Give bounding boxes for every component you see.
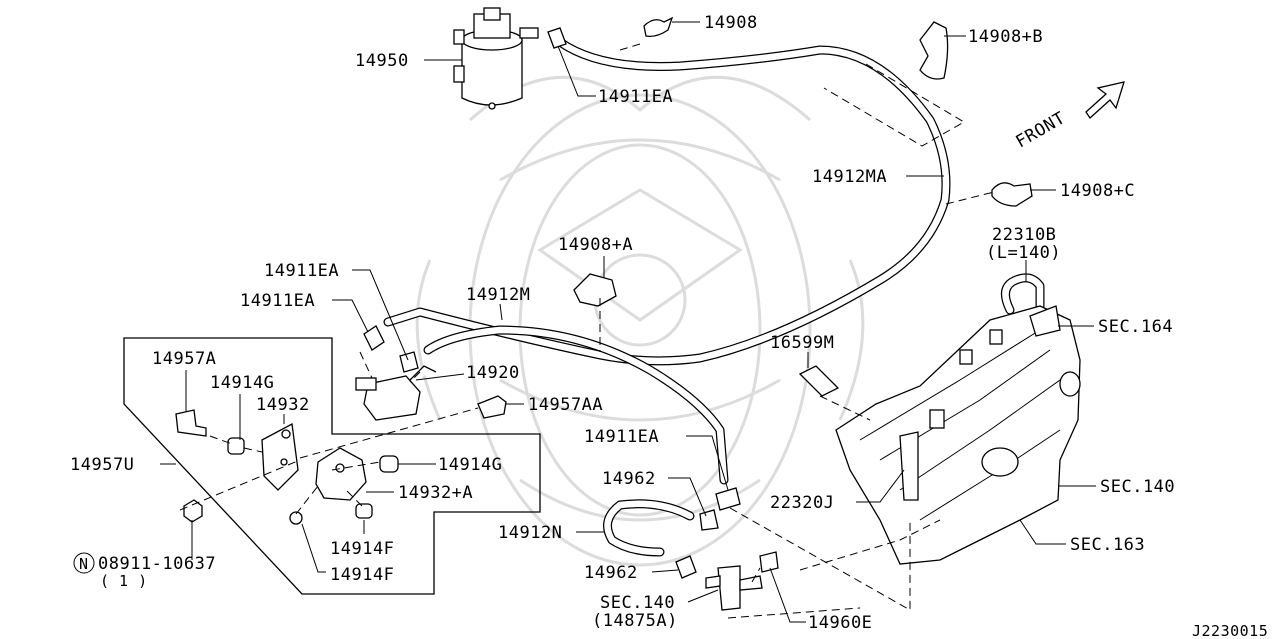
label-sec140-bottom: SEC.140 <box>600 593 675 613</box>
label-22310b: 22310B <box>992 225 1056 245</box>
valve-part <box>355 365 437 421</box>
label-14962-b: 14962 <box>584 563 638 583</box>
label-14908-a: 14908+A <box>558 235 633 255</box>
bracket-parts <box>175 395 507 525</box>
label-sec140-right: SEC.140 <box>1100 477 1175 497</box>
label-14962-a: 14962 <box>602 469 656 489</box>
diagram-id: J2230015 <box>1192 622 1268 639</box>
label-14914f-a: 14914F <box>330 539 394 559</box>
clamp-parts <box>363 16 1033 579</box>
tube-part <box>798 365 840 397</box>
label-16599m: 16599M <box>770 333 834 353</box>
label-14914f-b: 14914F <box>330 565 394 585</box>
intake-manifold-part <box>835 305 1081 565</box>
label-l140: (L=140) <box>986 243 1061 263</box>
label-14914g-a: 14914G <box>210 373 274 393</box>
label-14911ea-a: 14911EA <box>264 261 339 281</box>
label-14911ea-b: 14911EA <box>240 291 315 311</box>
label-14908: 14908 <box>704 13 758 33</box>
label-14912n: 14912N <box>498 523 562 543</box>
front-arrow-icon <box>1085 81 1125 119</box>
leader-lines <box>160 21 1096 623</box>
label-14932-a: 14932+A <box>398 483 473 503</box>
label-14911ea-top: 14911EA <box>598 87 673 107</box>
label-14908-c: 14908+C <box>1060 181 1135 201</box>
canister-part <box>453 7 539 110</box>
label-22320j: 22320J <box>770 493 834 513</box>
label-14875a: (14875A) <box>592 611 678 631</box>
label-14957a: 14957A <box>152 349 216 369</box>
label-n-symbol: N <box>79 555 89 573</box>
label-14932: 14932 <box>256 395 310 415</box>
label-quantity: ( 1 ) <box>100 572 148 590</box>
label-14912m: 14912M <box>466 285 530 305</box>
t-fitting-part <box>705 565 763 611</box>
label-14920: 14920 <box>466 363 520 383</box>
label-08911-10637: 08911-10637 <box>98 554 216 574</box>
label-14908-b: 14908+B <box>968 27 1043 47</box>
label-14912ma: 14912MA <box>812 167 887 187</box>
label-14957aa: 14957AA <box>528 395 603 415</box>
label-14911ea-c: 14911EA <box>584 427 659 447</box>
n-symbol-icon: N <box>73 552 95 574</box>
label-front: FRONT <box>1013 108 1069 152</box>
label-sec163: SEC.163 <box>1070 535 1145 555</box>
label-14950: 14950 <box>355 51 409 71</box>
label-14960e: 14960E <box>808 613 872 633</box>
label-14914g-b: 14914G <box>438 455 502 475</box>
label-14957u: 14957U <box>70 455 134 475</box>
connector-part <box>759 551 779 573</box>
label-sec164: SEC.164 <box>1098 317 1173 337</box>
